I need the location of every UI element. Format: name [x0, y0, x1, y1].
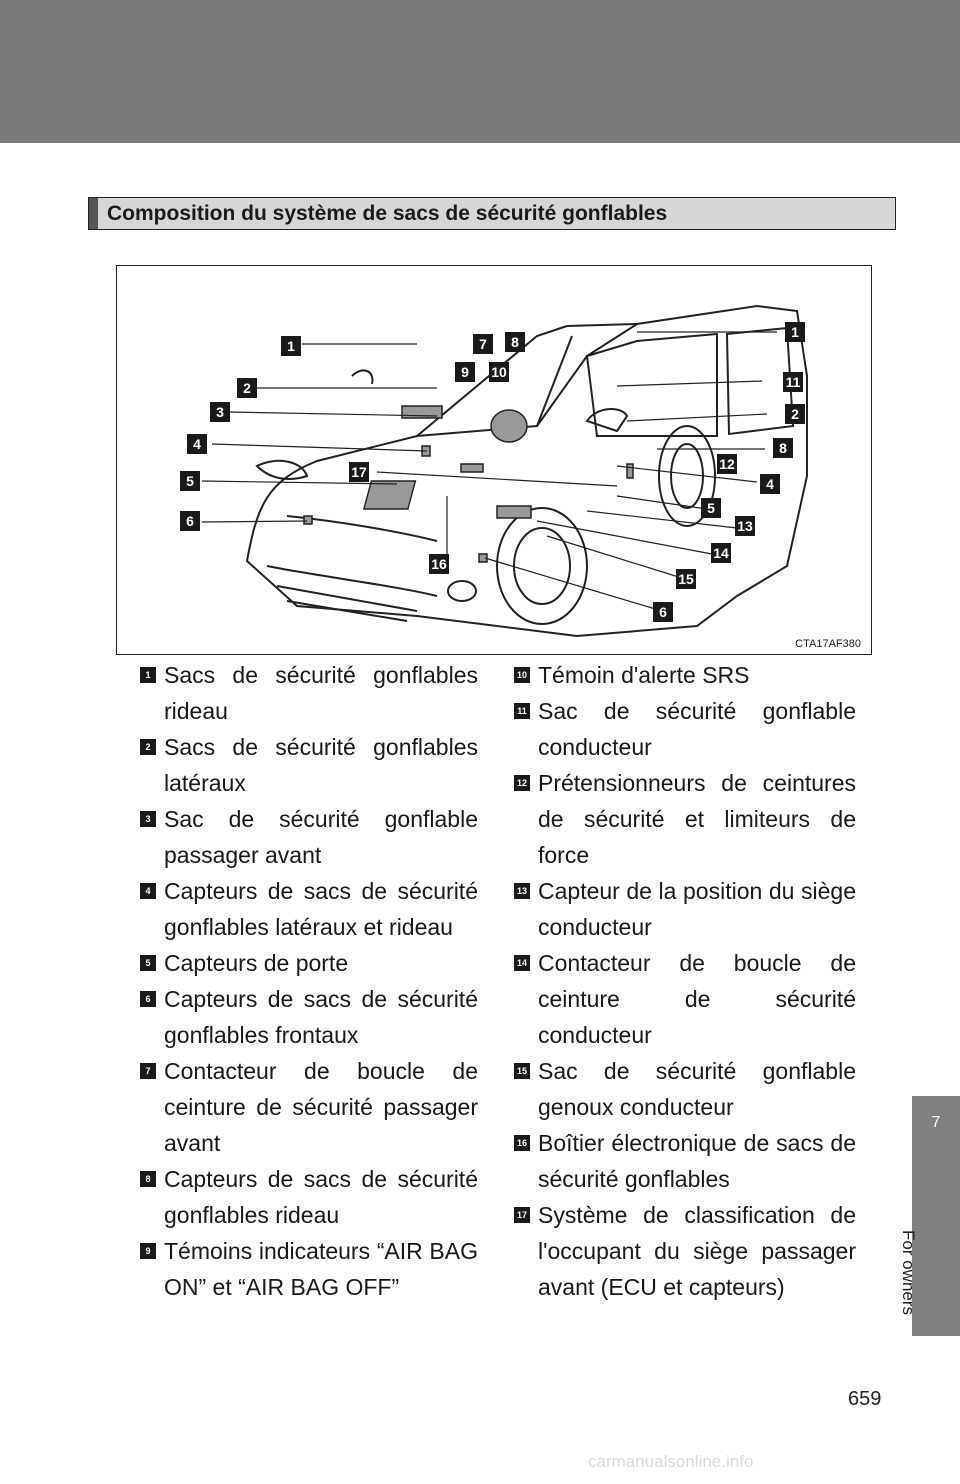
item-number: 6	[140, 991, 156, 1007]
callout: 16	[429, 554, 449, 574]
item-number: 1	[140, 667, 156, 683]
item-text: Boîtier électronique de sacs de sécurité…	[538, 1130, 856, 1192]
item-text: Capteurs de sacs de sécurité gonflables …	[164, 878, 478, 940]
item-number: 4	[140, 883, 156, 899]
item-text: Capteurs de porte	[164, 950, 348, 976]
callout: 7	[473, 334, 493, 354]
item-text: Témoin d'alerte SRS	[538, 662, 749, 688]
callout: 1	[785, 322, 805, 342]
legend-item: 13 Capteur de la position du siège conduc…	[514, 873, 856, 945]
callout: 11	[783, 372, 803, 392]
callout: 6	[653, 602, 673, 622]
legend-item: 1 Sacs de sécurité gonflables rideau	[140, 657, 478, 729]
item-text: Sac de sécurité gonflable passager avant	[164, 806, 478, 868]
callout: 2	[237, 378, 257, 398]
item-number: 11	[514, 703, 530, 719]
item-text: Capteur de la position du siège conducte…	[538, 878, 856, 940]
legend-item: 4 Capteurs de sacs de sécurité gonflables…	[140, 873, 478, 945]
chapter-tab: 7	[912, 1096, 960, 1336]
airbag-diagram: 1 7 8 1 9 10 11 2 2 3 8 4 12 4 17 5 5 13…	[116, 265, 872, 655]
watermark: carmanualsonline.info	[588, 1452, 753, 1472]
legend-item: 6 Capteurs de sacs de sécurité gonflables…	[140, 981, 478, 1053]
item-number: 16	[514, 1135, 530, 1151]
legend-item: 14 Contacteur de boucle de ceinture de sé…	[514, 945, 856, 1053]
legend-item: 3 Sac de sécurité gonflable passager avan…	[140, 801, 478, 873]
callout: 1	[281, 336, 301, 356]
item-text: Contacteur de boucle de ceinture de sécu…	[164, 1058, 478, 1156]
callout: 4	[187, 434, 207, 454]
legend-item: 5 Capteurs de porte	[140, 945, 478, 981]
legend-item: 7 Contacteur de boucle de ceinture de séc…	[140, 1053, 478, 1161]
item-number: 5	[140, 955, 156, 971]
callout: 15	[676, 569, 696, 589]
callout: 14	[711, 543, 731, 563]
item-text: Prétensionneurs de ceintures de sécurité…	[538, 770, 856, 868]
item-number: 17	[514, 1207, 530, 1223]
legend-item: 9 Témoins indicateurs “AIR BAG ON” et “AI…	[140, 1233, 478, 1305]
legend-item: 12 Prétensionneurs de ceintures de sécuri…	[514, 765, 856, 873]
callout: 6	[180, 511, 200, 531]
item-text: Témoins indicateurs “AIR BAG ON” et “AIR…	[164, 1238, 478, 1300]
car-illustration	[117, 266, 872, 655]
item-number: 14	[514, 955, 530, 971]
item-text: Contacteur de boucle de ceinture de sécu…	[538, 950, 856, 1048]
legend-item: 11 Sac de sécurité gonflable conducteur	[514, 693, 856, 765]
header-band	[0, 0, 960, 143]
item-text: Système de classification de l'occupant …	[538, 1202, 856, 1300]
callout: 13	[735, 516, 755, 536]
item-number: 15	[514, 1063, 530, 1079]
item-text: Capteurs de sacs de sécurité gonflables …	[164, 986, 478, 1048]
figure-code: CTA17AF380	[795, 638, 861, 650]
section-title: Composition du système de sacs de sécuri…	[88, 197, 896, 230]
item-text: Capteurs de sacs de sécurité gonflables …	[164, 1166, 478, 1228]
item-text: Sacs de sécurité gonflables rideau	[164, 662, 478, 724]
legend-item: 17 Système de classification de l'occupan…	[514, 1197, 856, 1305]
legend-item: 10 Témoin d'alerte SRS	[514, 657, 856, 693]
chapter-number: 7	[912, 1114, 960, 1132]
callout: 9	[455, 362, 475, 382]
item-number: 12	[514, 775, 530, 791]
item-number: 2	[140, 739, 156, 755]
item-text: Sac de sécurité gonflable conducteur	[538, 698, 856, 760]
callout: 12	[717, 454, 737, 474]
legend-item: 8 Capteurs de sacs de sécurité gonflables…	[140, 1161, 478, 1233]
page-number: 659	[848, 1388, 881, 1411]
legend-item: 16 Boîtier électronique de sacs de sécuri…	[514, 1125, 856, 1197]
item-number: 3	[140, 811, 156, 827]
item-text: Sacs de sécurité gonflables latéraux	[164, 734, 478, 796]
legend-item: 2 Sacs de sécurité gonflables latéraux	[140, 729, 478, 801]
item-text: Sac de sécurité gonflable genoux conduct…	[538, 1058, 856, 1120]
legend-item: 15 Sac de sécurité gonflable genoux condu…	[514, 1053, 856, 1125]
item-number: 9	[140, 1243, 156, 1259]
callout: 10	[489, 362, 509, 382]
item-number: 10	[514, 667, 530, 683]
callout: 17	[349, 462, 369, 482]
item-number: 8	[140, 1171, 156, 1187]
item-number: 13	[514, 883, 530, 899]
callout: 3	[210, 402, 230, 422]
callout: 8	[505, 332, 525, 352]
callout: 8	[773, 438, 793, 458]
callout: 5	[180, 471, 200, 491]
callout: 2	[785, 404, 805, 424]
callout: 5	[701, 498, 721, 518]
item-number: 7	[140, 1063, 156, 1079]
callout: 4	[760, 474, 780, 494]
chapter-label: For owners	[898, 1230, 918, 1315]
